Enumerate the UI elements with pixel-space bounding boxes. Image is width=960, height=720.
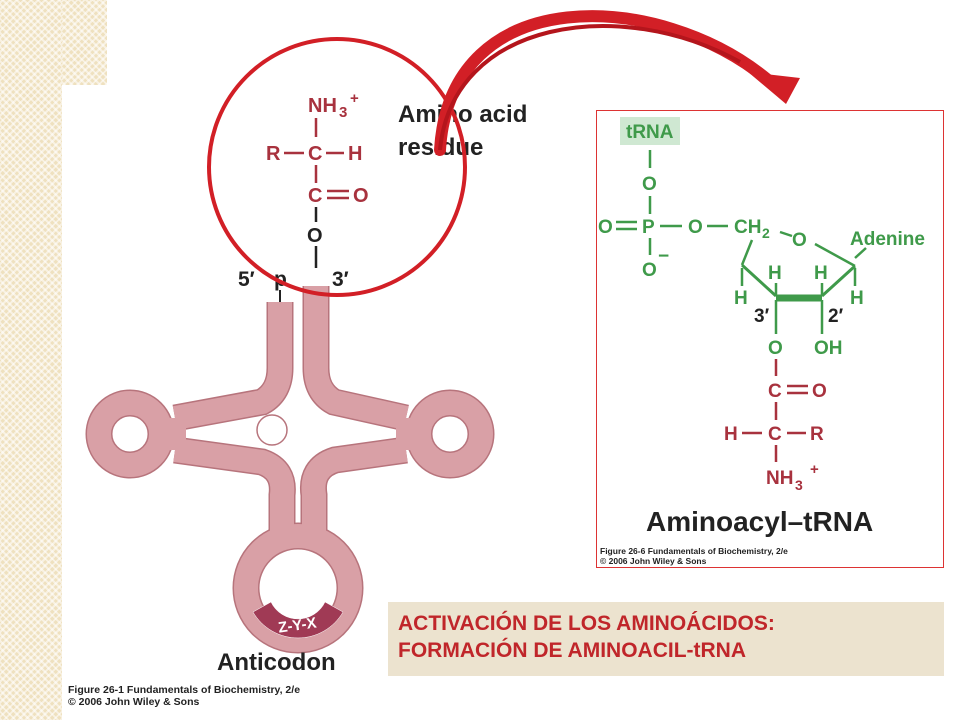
svg-text:R: R	[266, 143, 281, 165]
anticodon-bases: Z-Y-X	[277, 614, 317, 636]
svg-text:O: O	[642, 174, 657, 195]
slide-title-line1: ACTIVACIÓN DE LOS AMINOÁCIDOS:	[398, 612, 775, 635]
curved-arrow	[434, 10, 800, 156]
svg-text:O: O	[642, 260, 657, 281]
svg-text:R: R	[810, 424, 824, 445]
aminoacyl-trna-panel	[596, 110, 944, 568]
svg-text:2′: 2′	[828, 306, 844, 327]
aminoacyl-trna-label: Aminoacyl–tRNA	[646, 506, 873, 537]
svg-text:H: H	[768, 263, 782, 284]
svg-text:NH: NH	[766, 468, 793, 489]
svg-text:2: 2	[762, 225, 770, 241]
svg-text:+: +	[810, 461, 819, 478]
svg-text:H: H	[814, 263, 828, 284]
anticodon-band	[252, 601, 344, 639]
svg-text:H: H	[850, 288, 864, 309]
svg-text:tRNA: tRNA	[626, 122, 674, 143]
three-prime-label: 3′	[332, 268, 349, 291]
trna-cloverleaf: Z-Y-X	[85, 286, 495, 654]
svg-text:C: C	[308, 185, 322, 207]
trna-box	[620, 117, 680, 145]
svg-text:P: P	[642, 217, 655, 238]
slide-title-box: ACTIVACIÓN DE LOS AMINOÁCIDOS: FORMACIÓN…	[388, 602, 944, 676]
slide-title-line2: FORMACIÓN DE AMINOACIL-tRNA	[398, 639, 747, 662]
svg-text:H: H	[734, 288, 748, 309]
main-figure-caption: Figure 26-1 Fundamentals of Biochemistry…	[68, 684, 301, 708]
svg-text:H: H	[724, 424, 738, 445]
svg-text:+: +	[350, 90, 359, 107]
svg-text:Adenine: Adenine	[850, 229, 925, 250]
amino-acid-label-line1: Amino acid	[398, 101, 527, 128]
svg-text:C: C	[308, 143, 322, 165]
aminoacyl-structure: tRNA O O P O CH 2 O − O Adenine H H H H …	[598, 117, 925, 493]
svg-text:O: O	[688, 217, 703, 238]
svg-text:3′: 3′	[754, 306, 770, 327]
decorative-pattern-side	[0, 0, 62, 720]
side-figure-caption: Figure 26-6 Fundamentals of Biochemistry…	[600, 546, 788, 566]
svg-text:C: C	[768, 381, 782, 402]
anticodon-label: Anticodon	[217, 649, 336, 676]
svg-text:O: O	[598, 217, 613, 238]
svg-text:3: 3	[795, 477, 803, 493]
five-prime-label: 5′	[238, 268, 255, 291]
svg-text:NH: NH	[308, 95, 337, 117]
svg-text:O: O	[353, 185, 369, 207]
svg-text:O: O	[307, 225, 323, 247]
svg-text:O: O	[792, 230, 807, 251]
svg-text:3: 3	[339, 104, 347, 121]
svg-text:O: O	[768, 338, 783, 359]
svg-text:O: O	[812, 381, 827, 402]
svg-text:H: H	[348, 143, 362, 165]
amino-acid-residue: NH 3 + R C H C O O	[266, 90, 369, 247]
svg-text:CH: CH	[734, 217, 761, 238]
highlight-circle	[207, 37, 467, 297]
svg-text:−: −	[658, 246, 669, 267]
svg-text:C: C	[768, 424, 782, 445]
svg-text:OH: OH	[814, 338, 843, 359]
